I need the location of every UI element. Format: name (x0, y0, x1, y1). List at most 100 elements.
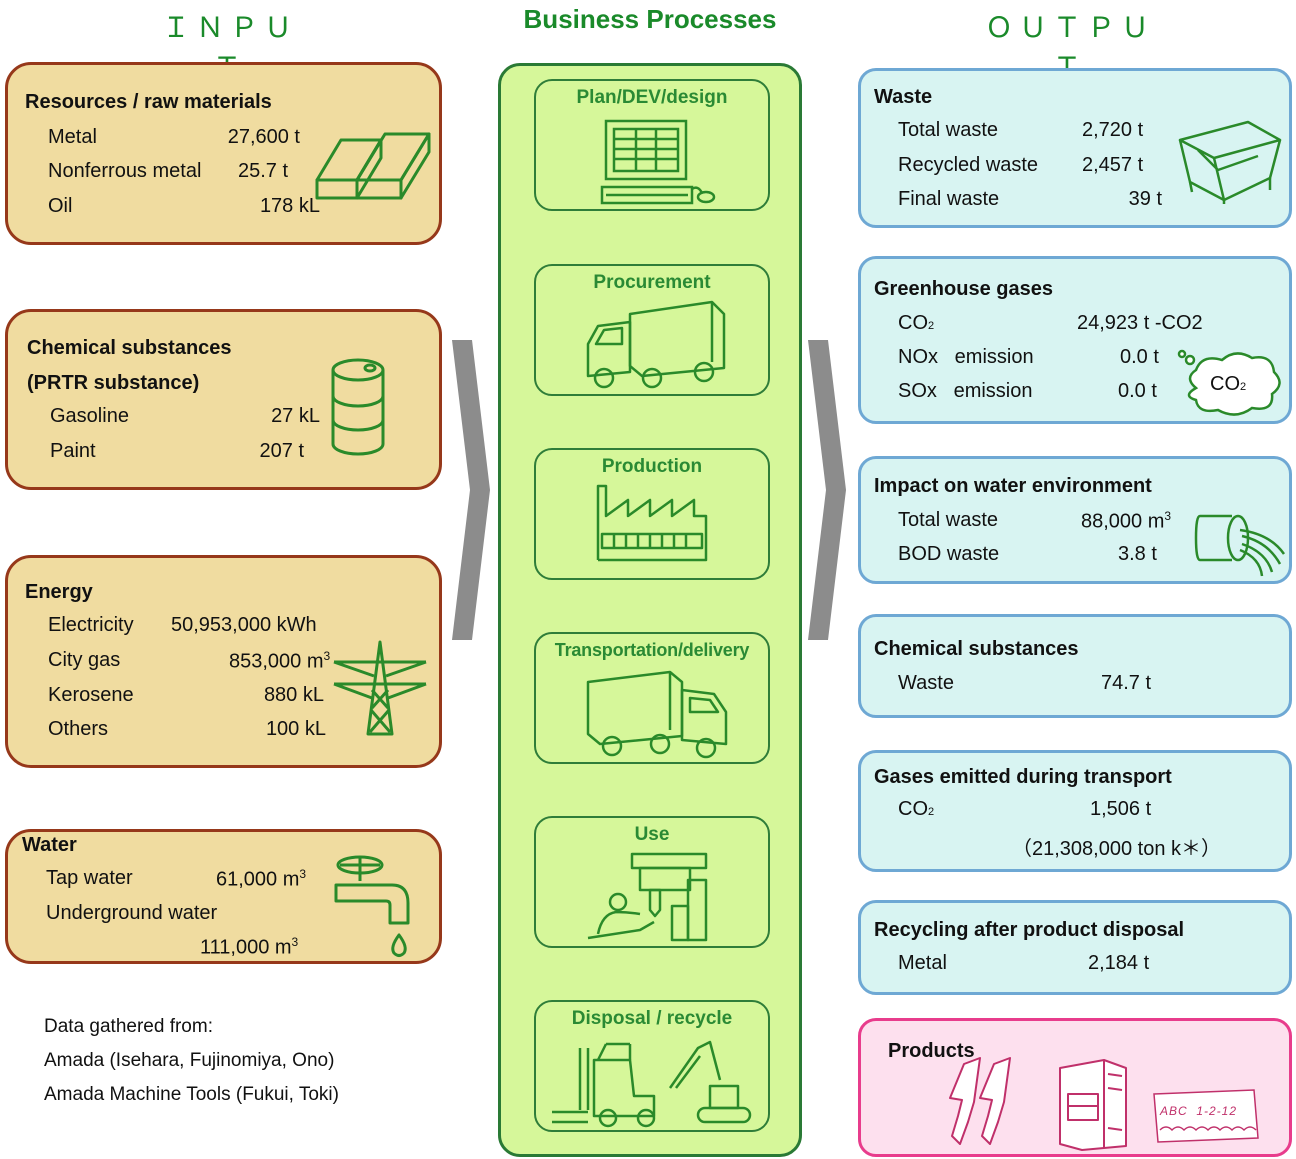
resources-row-value: 27,600 t (227, 126, 300, 148)
water-impact-row-label: Total waste (898, 509, 999, 531)
recycling-title: Recycling after product disposal (874, 919, 1185, 941)
waste-box (858, 68, 1292, 228)
delivery-truck-icon (586, 670, 728, 759)
data-source-note-line3: Amada Machine Tools (Fukui, Toki) (44, 1084, 339, 1105)
waste-title: Waste (874, 86, 933, 108)
energy-row-value: 100 kL (265, 718, 326, 740)
recycling-box (858, 900, 1292, 995)
chemical-input-subtitle: (PRTR substance) (27, 372, 200, 394)
chemical-input-row-value: 207 t (259, 440, 304, 462)
energy-row-label: Electricity (48, 614, 134, 636)
faucet-icon (334, 855, 410, 957)
process-production: Production (534, 448, 770, 580)
input-to-process-arrow (452, 340, 490, 640)
process-label: Production (601, 456, 703, 477)
water-impact-row-label: BOD waste (898, 543, 1000, 565)
forklift-excavator-icon (552, 1040, 752, 1128)
co2-cloud-label: CO2 (1210, 373, 1247, 395)
chemical-input-row-value: 27 kL (271, 405, 320, 427)
chemical-output-title: Chemical substances (874, 638, 1079, 660)
parts-tag-icon (1153, 1089, 1259, 1143)
press-brake-machine-icon (1059, 1059, 1127, 1151)
recycling-row-label: Metal (898, 952, 947, 974)
transport-gases-box (858, 750, 1292, 872)
process-use: Use (534, 816, 770, 948)
data-source-note-line1: Data gathered from: (44, 1016, 213, 1037)
chemical-input-title: Chemical substances (27, 337, 232, 359)
resources-row-value: 25.7 t (238, 160, 289, 182)
resources-row-label: Oil (48, 195, 73, 217)
chemical-input-row-label: Gasoline (50, 405, 129, 427)
waste-row-value: 2,720 t (1082, 119, 1144, 141)
waste-row-value: 2,457 t (1082, 154, 1144, 176)
process-plan-dev-design: Plan/DEV/design (534, 79, 770, 211)
transport-row-value: （21,308,000 ton k＊） (1012, 838, 1222, 860)
energy-row-value: 880 kL (263, 684, 324, 706)
waste-row-label: Final waste (898, 188, 1000, 210)
data-source-note-line2: Amada (Isehara, Fujinomiya, Ono) (44, 1050, 335, 1071)
energy-row-label: Others (48, 718, 109, 740)
water-title: Water (22, 834, 77, 856)
waste-row-value: 39 t (1128, 188, 1162, 210)
waste-row-label: Total waste (898, 119, 999, 141)
machine-operator-icon (587, 852, 708, 942)
business-processes-heading: Business Processes (523, 4, 777, 34)
transport-row-label: CO2 (898, 798, 935, 820)
waste-row-label: Recycled waste (898, 154, 1039, 176)
resources-row-label: Metal (48, 126, 97, 148)
products-title: Products (888, 1040, 975, 1062)
energy-row-label: Kerosene (48, 684, 134, 706)
process-label: Plan/DEV/design (576, 87, 728, 108)
water-impact-row-value: 88,000 m3 (1081, 509, 1172, 533)
drain-pipe-icon (1194, 514, 1286, 577)
water-box (5, 829, 442, 964)
resources-row-value: 178 kL (259, 195, 320, 217)
water-row-value: 61,000 m3 (216, 867, 307, 891)
process-procurement: Procurement (534, 264, 770, 396)
bent-metal-parts-icon (949, 1057, 1011, 1145)
ghg-row-label: SOx emission (898, 380, 1033, 402)
chemical-substances-output-box (858, 614, 1292, 718)
oil-drum-icon (331, 358, 385, 456)
parts-tag-text: ABC 1-2-12 (1160, 1104, 1238, 1118)
ghg-row-value: 24,923 t -CO2 (1077, 312, 1203, 334)
transport-gases-title: Gases emitted during transport (874, 766, 1172, 788)
chemical-input-row-label: Paint (50, 440, 96, 462)
metal-ingot-icon (315, 132, 431, 200)
energy-row-value: 50,953,000 kWh (171, 614, 317, 636)
water-impact-title: Impact on water environment (874, 475, 1152, 497)
energy-row-label: City gas (48, 649, 121, 671)
business-processes-column (498, 63, 802, 1157)
ghg-row-label: NOx emission (898, 346, 1034, 368)
factory-icon (596, 484, 708, 562)
water-impact-box (858, 456, 1292, 584)
resources-title: Resources / raw materials (25, 91, 272, 113)
process-to-output-arrow (808, 340, 846, 640)
ghg-title: Greenhouse gases (874, 278, 1053, 300)
power-tower-icon (333, 640, 427, 736)
co2-cloud-icon (1177, 349, 1281, 416)
process-disposal-recycle: Disposal / recycle (534, 1000, 770, 1132)
process-label: Transportation/delivery (554, 640, 750, 660)
energy-title: Energy (25, 581, 93, 603)
process-label: Disposal / recycle (571, 1008, 733, 1029)
ghg-row-label: CO2 (898, 312, 935, 334)
water-row-value: 111,000 m3 (200, 935, 299, 959)
transport-row-value: 1,506 t (1090, 798, 1152, 820)
chemical-output-row-value: 74.7 t (1101, 672, 1152, 694)
computer-icon (600, 119, 716, 205)
chemical-substances-input-box (5, 309, 442, 490)
recycling-row-value: 2,184 t (1088, 952, 1150, 974)
chemical-output-row-label: Waste (898, 672, 954, 694)
resources-box (5, 62, 442, 245)
truck-icon (586, 300, 726, 389)
energy-row-value: 853,000 m3 (229, 649, 331, 673)
water-impact-row-value: 3.8 t (1118, 543, 1157, 565)
water-row-label: Underground water (46, 902, 218, 924)
resources-row-label: Nonferrous metal (48, 160, 202, 182)
ghg-row-value: 0.0 t (1120, 346, 1159, 368)
ghg-row-value: 0.0 t (1118, 380, 1157, 402)
process-transportation-delivery: Transportation/delivery (534, 632, 770, 764)
water-row-label: Tap water (46, 867, 133, 889)
process-label: Procurement (593, 272, 711, 293)
